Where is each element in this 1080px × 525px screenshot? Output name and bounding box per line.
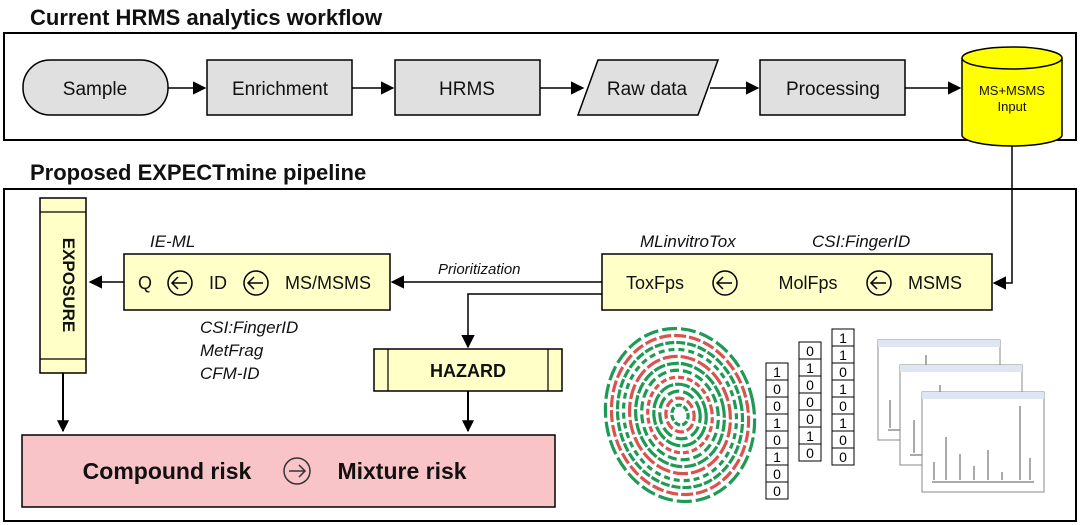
- risk-box: [21, 434, 556, 508]
- bit-value: 0: [773, 398, 781, 414]
- fingerprint-ridge: [640, 368, 720, 462]
- bit-value: 1: [839, 347, 847, 363]
- tool-metfrag: MetFrag: [200, 341, 264, 360]
- fingerprint-ridge: [634, 361, 726, 469]
- bit-cell: [798, 443, 822, 462]
- ms-spectra-icon: [877, 339, 1045, 493]
- bit-value: 0: [839, 364, 847, 380]
- ie-ml-label: IE-ML: [150, 232, 195, 251]
- tool-cfm-id: CFM-ID: [200, 364, 259, 383]
- bit-value: 1: [839, 415, 847, 431]
- mixture-risk-label: Mixture risk: [337, 458, 466, 484]
- raw-data-label: Raw data: [607, 79, 688, 100]
- exposure-label: EXPOSURE: [59, 238, 78, 332]
- bit-value: 1: [773, 415, 781, 431]
- msms-label: MSMS: [908, 273, 962, 293]
- bit-value: 0: [806, 394, 814, 410]
- fingerprint-ridge: [670, 403, 690, 427]
- bit-value: 0: [773, 483, 781, 499]
- bit-value: 0: [806, 445, 814, 461]
- bit-value: 1: [773, 449, 781, 465]
- bit-value: 0: [773, 381, 781, 397]
- bit-cell: [831, 447, 855, 466]
- hazard-label: HAZARD: [430, 361, 506, 381]
- fingerprint-ridge: [652, 382, 708, 448]
- prioritization-label: Prioritization: [438, 261, 521, 278]
- fingerprint-ridge: [603, 326, 757, 504]
- bit-value: 0: [839, 449, 847, 465]
- exposure-box: [39, 197, 87, 374]
- bit-value: 0: [806, 343, 814, 359]
- tool-csi-fingerid: CSI:FingerID: [200, 318, 298, 337]
- q-label: Q: [138, 273, 152, 293]
- bit-value: 1: [773, 364, 781, 380]
- bit-value: 0: [806, 411, 814, 427]
- proposed-pipeline-title: Proposed EXPECTmine pipeline: [30, 160, 366, 185]
- bit-value: 1: [839, 330, 847, 346]
- hrms-label: HRMS: [439, 79, 495, 100]
- compound-risk-label: Compound risk: [83, 458, 252, 484]
- fingerprint-ridge: [664, 396, 696, 434]
- current-workflow-title: Current HRMS analytics workflow: [30, 5, 383, 30]
- bit-value: 1: [839, 381, 847, 397]
- fingerprint-ridge: [621, 347, 739, 483]
- input-label-line2: Input: [998, 99, 1027, 114]
- bit-value: 0: [773, 432, 781, 448]
- bit-cell: [765, 481, 789, 500]
- bit-value: 0: [806, 377, 814, 393]
- hazard-box: [373, 348, 563, 392]
- hrms-node: [394, 59, 541, 116]
- bit-value: 0: [773, 466, 781, 482]
- enrichment-label: Enrichment: [232, 79, 329, 100]
- bit-value: 1: [806, 428, 814, 444]
- processing-label: Processing: [786, 79, 880, 100]
- input-database-node: [961, 46, 1063, 147]
- fingerprint-ridge: [627, 354, 733, 476]
- fingerprint-ridge: [609, 333, 751, 497]
- id-label: ID: [209, 273, 227, 293]
- bit-value: 1: [806, 360, 814, 376]
- arrow-right-circle-icon: [283, 457, 311, 485]
- fingerprint-ridge: [615, 340, 745, 490]
- bit-value: 0: [839, 432, 847, 448]
- toxfps-label: ToxFps: [626, 273, 684, 293]
- arrow-toxfps-hazard: [461, 293, 602, 349]
- sample-label: Sample: [63, 79, 127, 100]
- processing-node: [759, 59, 906, 116]
- input-label-line1: MS+MSMS: [979, 83, 1045, 98]
- arrow-left-circle-icon: [243, 270, 269, 296]
- current-workflow-frame: [3, 32, 1077, 141]
- molfps-label: MolFps: [778, 273, 837, 293]
- enrichment-node: [206, 59, 353, 116]
- ms-msms-label: MS/MSMS: [285, 273, 371, 293]
- csi-fingerid-label: CSI:FingerID: [812, 232, 910, 251]
- proposed-pipeline-frame: [3, 188, 1077, 522]
- arrow-left-circle-icon: [167, 270, 193, 296]
- arrow-input-msms: [992, 146, 1013, 290]
- fingerprint-ridge: [646, 375, 714, 455]
- fingerprint-icon: [603, 326, 757, 504]
- mlinvitrotox-label: MLinvitroTox: [640, 232, 736, 251]
- arrow-left-circle-icon: [866, 270, 892, 296]
- fingerprint-ridge: [658, 389, 702, 441]
- bit-value: 0: [839, 398, 847, 414]
- raw-data-node: [576, 59, 720, 116]
- arrow-left-circle-icon: [712, 270, 738, 296]
- mlinvitrotox-box: [601, 253, 993, 311]
